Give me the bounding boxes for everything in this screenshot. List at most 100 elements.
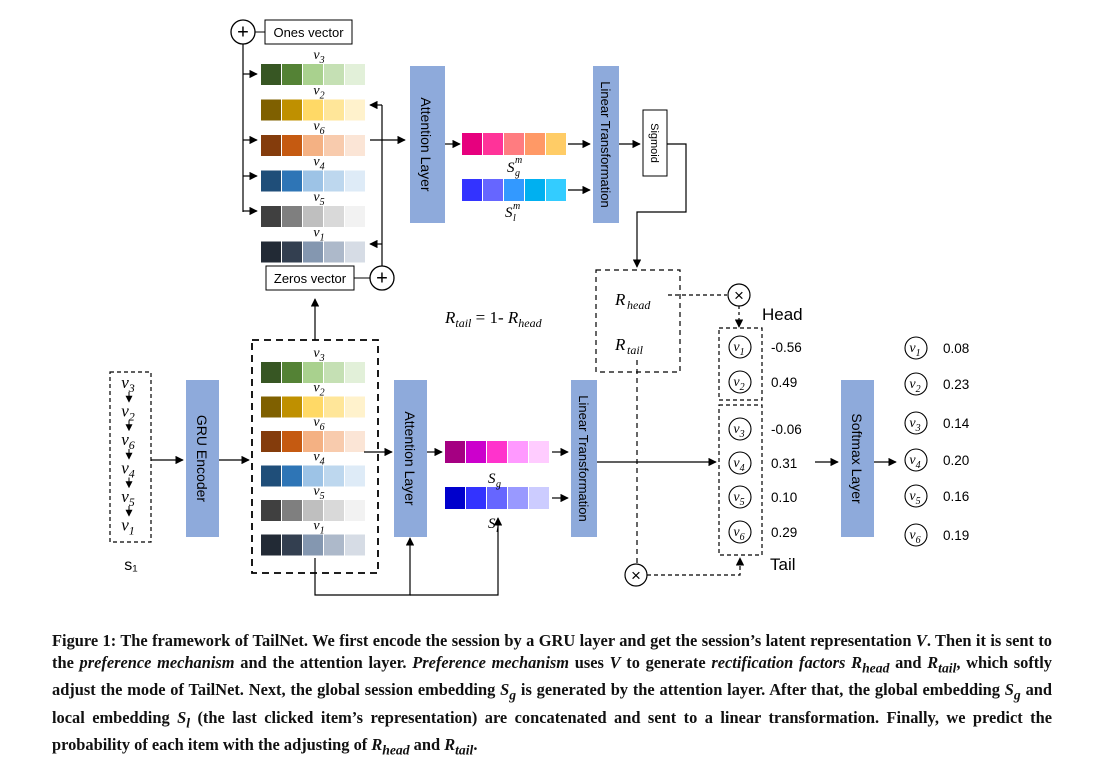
caption-text: . (473, 734, 478, 754)
plus-symbol: + (376, 268, 388, 290)
ones-vector-box (264, 19, 353, 45)
session-item-v2: v2 (121, 402, 135, 424)
top-embedding-label-v5: v5 (313, 190, 324, 208)
bottom-linear-block (571, 380, 597, 537)
bottom-embedding-label-v3: v3 (313, 346, 324, 364)
score-item-v6-label: v6 (733, 525, 744, 543)
ones-vector-feed (242, 44, 258, 216)
top-embedding-v2-cell (303, 99, 323, 121)
softmax-layer: Softmax Layer (841, 380, 874, 537)
session-item-v4: v4 (121, 459, 135, 481)
top-embedding-v6-cell (324, 135, 344, 156)
score-item-v6-icon (728, 520, 752, 544)
caption-var-sub: head (862, 660, 890, 676)
plus-symbol: + (237, 22, 249, 44)
top-embedding-label-v2: v2 (313, 84, 324, 102)
top-embedding-v1-cell (303, 241, 323, 263)
bottom-embedding-v1-cell (282, 534, 302, 556)
caption-var: S (1004, 680, 1014, 700)
session-item-v3: v3 (121, 373, 135, 395)
caption-var: S (177, 707, 187, 727)
bottom-embedding-v2-cell (324, 396, 344, 418)
bottom-embedding-v3-cell (282, 362, 302, 383)
sl-cell (508, 487, 528, 509)
bottom-attention-label: Attention Layer (402, 411, 418, 506)
bottom-attention-layer: Attention Layer (394, 380, 427, 537)
caption-text: and local embedding (52, 680, 1052, 727)
multiply-head-symbol: × (734, 286, 744, 305)
sg-vector (445, 441, 549, 463)
ones-vector-node: + Ones vector (230, 19, 353, 45)
caption-var-sub: l (186, 714, 191, 730)
prob-value-v5: 0.16 (943, 489, 969, 504)
top-embedding-v4-cell (345, 170, 365, 192)
bottom-embedding-v3-cell (345, 362, 365, 383)
bottom-embedding-v3-cell (303, 362, 323, 383)
sgm-cell (483, 133, 503, 155)
equation-text: Rtail = 1- Rhead (444, 308, 543, 330)
sigmoid-to-factors-arrow (632, 143, 687, 268)
top-embedding-v2-cell (324, 99, 344, 121)
score-item-v5-label: v5 (733, 490, 744, 508)
tail-head-equation: Rtail = 1- Rhead (444, 308, 543, 330)
caption-var-sub: tail (455, 742, 474, 758)
sgm-vector (462, 133, 566, 155)
bottom-embedding-v1-cell (345, 534, 365, 556)
score-item-v3-label: v3 (733, 422, 744, 440)
sgm-letter: S (507, 160, 515, 176)
top-embedding-v3-cell (324, 64, 344, 85)
sl-cell (487, 487, 507, 509)
top-linear-transformation: Linear Transformation (593, 66, 619, 223)
prob-value-v1: 0.08 (943, 341, 969, 356)
top-embedding-v4-cell (282, 170, 302, 192)
top-embedding-v1-cell (345, 241, 365, 263)
bottom-embedding-v4-cell (261, 465, 281, 487)
zeros-vector-feed (369, 100, 383, 266)
top-embedding-v4-cell (324, 170, 344, 192)
sgm-cell (504, 133, 524, 155)
top-embedding-label-v6: v6 (313, 119, 324, 137)
bottom-embedding-v3-cell (324, 362, 344, 383)
slm-vector (462, 179, 566, 201)
multiply-tail-symbol: × (631, 566, 641, 585)
bottom-embedding-v5-cell (324, 500, 344, 521)
score-value-v1: -0.56 (771, 340, 802, 355)
r-tail-letter: R (614, 335, 626, 354)
bottom-embedding-v2-cell (303, 396, 323, 418)
bottom-embedding-v1-cell (303, 534, 323, 556)
bottom-embedding-v5-cell (282, 500, 302, 521)
caption-var: R (851, 653, 863, 672)
gru-encoder-label: GRU Encoder (194, 415, 210, 502)
bottom-embedding-v4-cell (345, 465, 365, 487)
softmax-label: Softmax Layer (849, 413, 865, 504)
bottom-linear-transformation: Linear Transformation (571, 380, 597, 537)
sgm-cell (546, 133, 566, 155)
sigmoid-label: Sigmoid (648, 123, 660, 163)
top-embedding-v5-cell (303, 206, 323, 227)
prob-item-v4-icon (904, 448, 928, 472)
top-embedding-v1-cell (261, 241, 281, 263)
prob-item-v5-icon (904, 484, 928, 508)
figure-caption: Figure 1: The framework of TailNet. We f… (52, 630, 1052, 761)
bottom-embedding-label-v1: v1 (313, 519, 324, 537)
prob-value-v4: 0.20 (943, 453, 969, 468)
top-embedding-label-v4: v4 (313, 155, 324, 173)
ones-vector-label: Ones vector (273, 25, 344, 40)
session-item-v6: v6 (121, 430, 135, 452)
caption-var-sub: tail (938, 660, 957, 676)
caption-var: R (371, 734, 383, 754)
bottom-embedding-label-v4: v4 (313, 450, 324, 468)
caption-var: V (915, 631, 927, 650)
score-item-v2-label: v2 (733, 375, 744, 393)
top-embedding-v5-cell (261, 206, 281, 227)
session-label: s₁ (124, 557, 137, 574)
zeros-vector-label: Zeros vector (274, 271, 347, 286)
top-embedding-v6-cell (261, 135, 281, 156)
top-attention-layer: Attention Layer (410, 66, 445, 223)
sg-subscript: g (496, 479, 501, 490)
r-head-letter: R (614, 290, 626, 309)
slm-cell (546, 179, 566, 201)
score-value-v5: 0.10 (771, 490, 797, 505)
prob-item-v1-icon (904, 336, 928, 360)
